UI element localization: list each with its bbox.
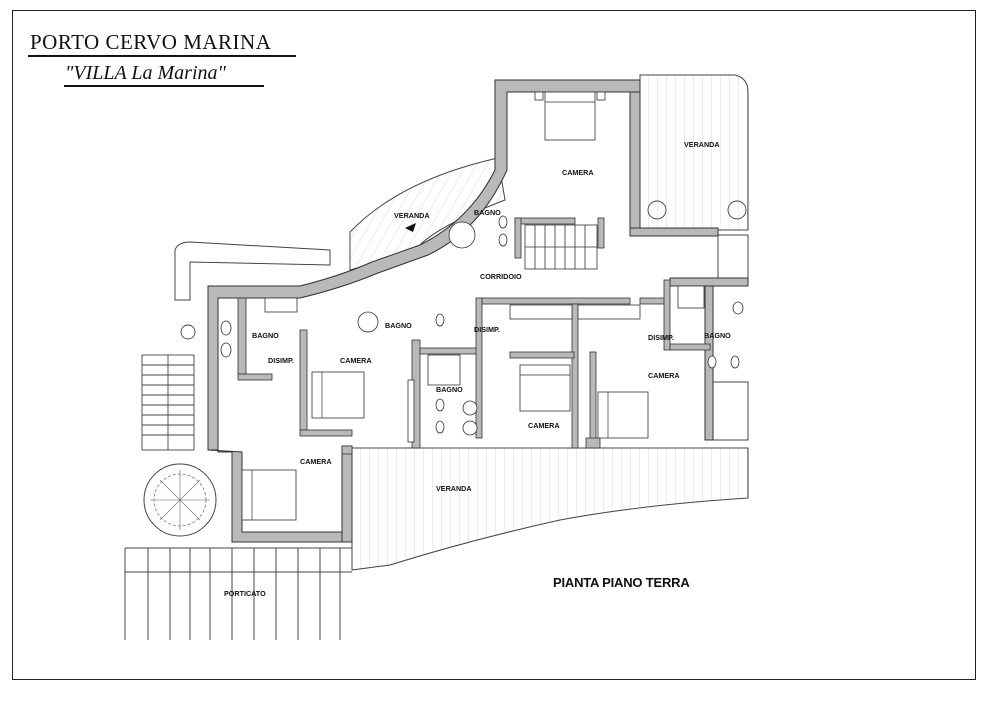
plant-icon [647,200,667,220]
veranda-bottom-deck [351,447,749,571]
direction-arrow-icon [405,223,416,232]
wardrobe [407,304,641,443]
tree-icon [143,463,217,537]
label-disimp-center: DISIMP. [474,325,500,334]
label-camera-bottom-left: CAMERA [300,457,332,466]
label-bagno-top: BAGNO [474,208,501,217]
exterior-stair-left [141,354,195,451]
label-disimp-left: DISIMP. [268,356,294,365]
title-underline-1 [28,55,296,57]
exterior-wall [341,445,353,543]
veranda-top-right-deck [639,74,749,231]
garden-path [174,241,331,301]
planter-box [717,234,749,284]
label-veranda-top-right: VERANDA [684,140,720,149]
label-porticato: PORTICATO [224,589,266,598]
plant-icon [727,200,747,220]
title-sub: "VILLA La Marina" [65,62,226,84]
bed-icon [311,371,365,419]
label-veranda-left: VERANDA [394,211,430,220]
interior-stair [524,224,598,270]
label-corridoio: CORRIDOIO [480,272,522,281]
label-camera-center: CAMERA [528,421,560,430]
bathroom-fixtures [220,215,744,436]
label-bagno-left: BAGNO [252,331,279,340]
interior-walls [237,217,711,455]
label-disimp-right: DISIMP. [648,333,674,342]
label-camera-top: CAMERA [562,168,594,177]
label-bagno-small: BAGNO [436,385,463,394]
bed-icon [597,391,649,439]
bed-icon [519,364,571,412]
label-bagno-center: BAGNO [385,321,412,330]
title-main: PORTO CERVO MARINA [30,30,272,54]
plan-title: PIANTA PIANO TERRA [553,575,690,590]
bed-icon [534,91,606,141]
bed-icon [241,469,297,521]
exterior-wall [629,91,641,231]
planter-box [709,381,749,441]
plant-icon [180,324,196,340]
exterior-wall [207,79,641,451]
label-camera-right: CAMERA [648,371,680,380]
label-veranda-bottom: VERANDA [436,484,472,493]
label-camera-left: CAMERA [340,356,372,365]
title-underline-2 [64,85,264,87]
porticato-pergola [124,547,352,640]
exterior-wall [669,277,749,287]
exterior-wall [629,227,719,237]
drawing-sheet [12,10,976,680]
label-bagno-right: BAGNO [704,331,731,340]
